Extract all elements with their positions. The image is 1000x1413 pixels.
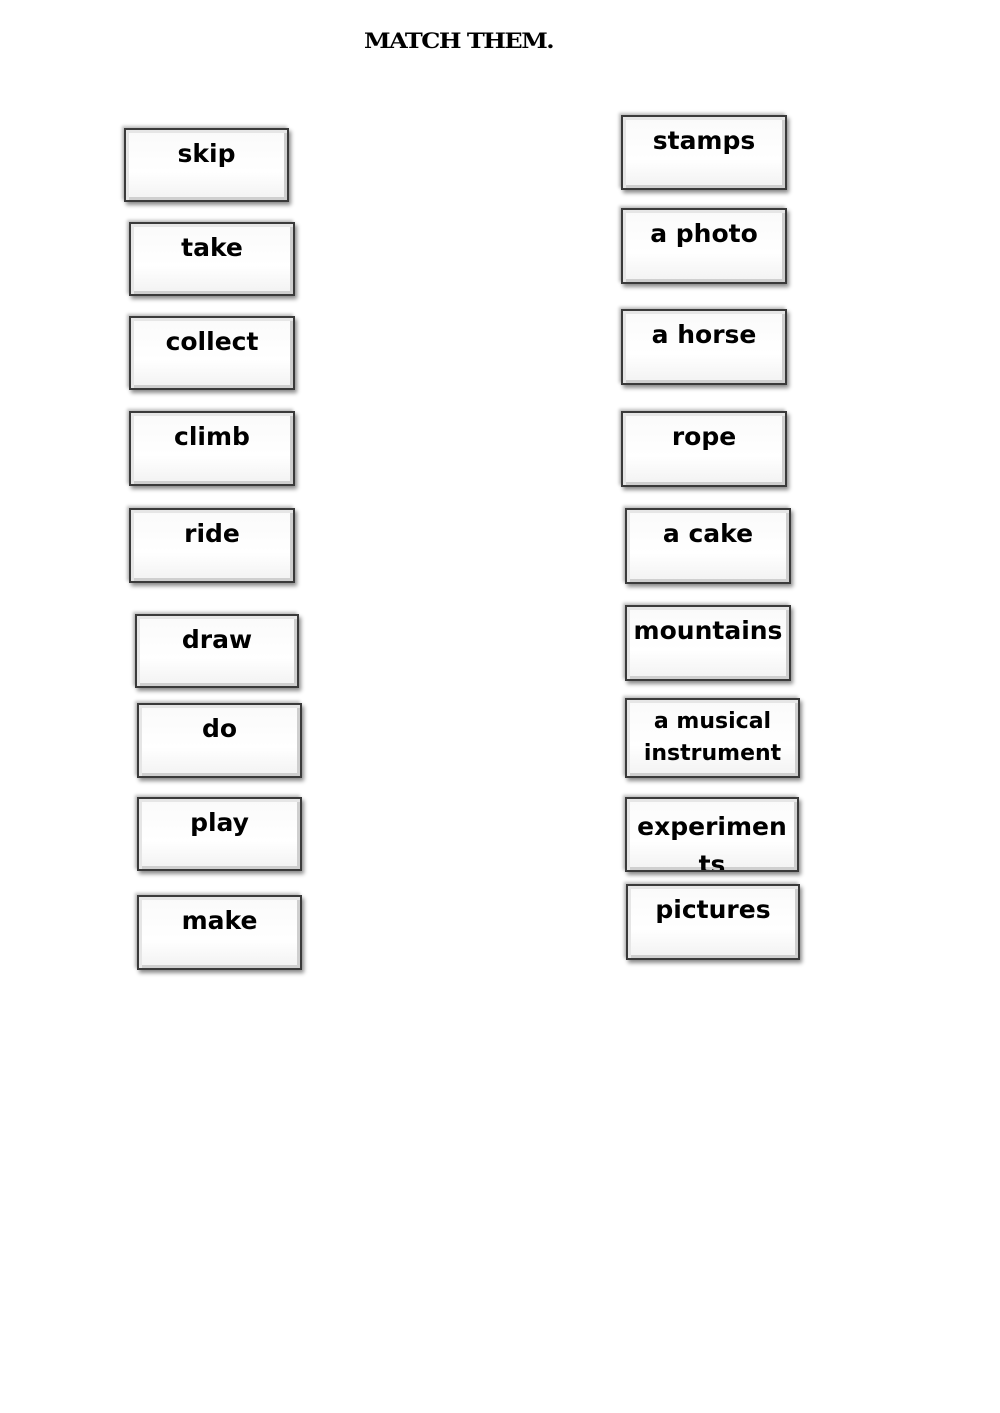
verb-card-skip[interactable]: skip [124, 128, 289, 202]
noun-card-pictures[interactable]: pictures [626, 884, 800, 960]
verb-card-label: climb [174, 422, 250, 451]
noun-card-label: a photo [650, 219, 758, 248]
noun-card-label: a musical instrument [643, 709, 782, 766]
verb-card-collect[interactable]: collect [129, 316, 295, 390]
verb-card-climb[interactable]: climb [129, 411, 295, 486]
verb-card-draw[interactable]: draw [135, 614, 299, 688]
noun-card-experiments[interactable]: experiments [625, 797, 799, 872]
worksheet-title: MATCH THEM. [364, 27, 555, 54]
verb-card-label: draw [181, 625, 253, 654]
verb-card-label: take [181, 233, 243, 262]
verb-card-label: play [190, 808, 249, 837]
verb-card-label: ride [184, 519, 240, 548]
noun-card-a-horse[interactable]: a horse [621, 309, 787, 385]
noun-card-stamps[interactable]: stamps [621, 115, 787, 190]
verb-card-do[interactable]: do [137, 703, 302, 778]
noun-card-label: a cake [662, 519, 754, 548]
noun-card-label: rope [671, 422, 737, 451]
noun-card-mountains[interactable]: mountains [625, 605, 791, 681]
noun-card-label: pictures [655, 895, 771, 924]
verb-card-ride[interactable]: ride [129, 508, 295, 583]
noun-card-label: a horse [651, 320, 757, 349]
verb-card-take[interactable]: take [129, 222, 295, 296]
verb-card-label: make [181, 906, 258, 935]
noun-card-label: experiments [637, 812, 787, 872]
verb-card-label: collect [165, 327, 259, 356]
noun-card-a-photo[interactable]: a photo [621, 208, 787, 284]
noun-card-label: mountains [633, 616, 783, 645]
noun-card-a-cake[interactable]: a cake [625, 508, 791, 584]
verb-card-label: do [201, 714, 238, 743]
noun-card-a-musical-instrument[interactable]: a musical instrument [625, 698, 800, 778]
noun-card-rope[interactable]: rope [621, 411, 787, 487]
verb-card-make[interactable]: make [137, 895, 302, 970]
verb-card-label: skip [177, 139, 236, 168]
noun-card-label: stamps [652, 126, 756, 155]
verb-card-play[interactable]: play [137, 797, 302, 871]
